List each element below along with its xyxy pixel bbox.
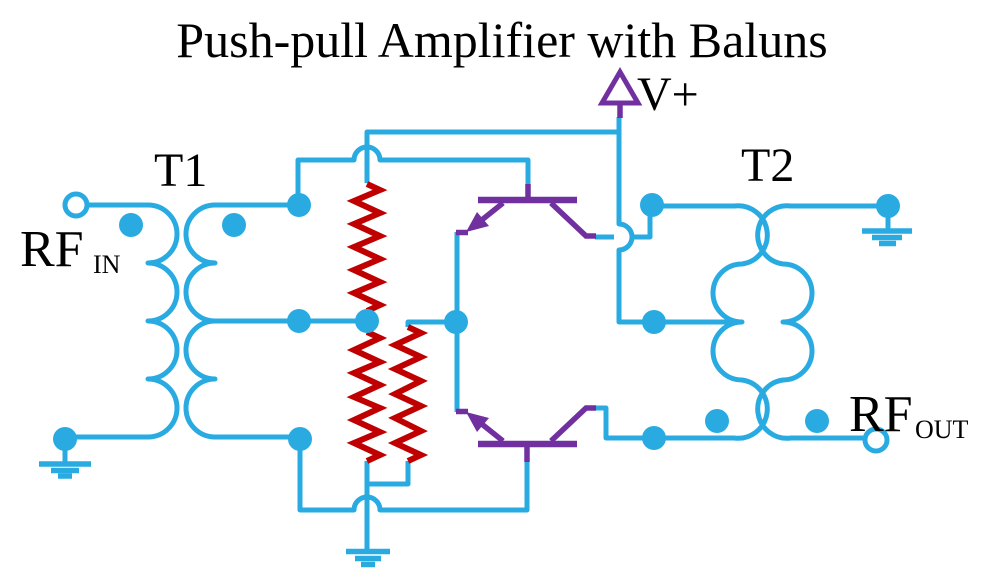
transistor-q1 xyxy=(456,184,596,239)
t2-secondary-winding xyxy=(755,203,877,441)
t2-ground-dot xyxy=(876,194,900,218)
ground-symbol-t2 xyxy=(862,228,912,247)
diagram-title: Push-pull Amplifier with Baluns xyxy=(176,12,827,68)
t1-center-tap-dot xyxy=(287,309,311,333)
phase-dots xyxy=(119,213,829,433)
t2-primary-phase-dot xyxy=(705,409,729,433)
t2-top-tap-dot xyxy=(640,193,664,217)
rf-in-label-subscript: IN xyxy=(93,250,121,279)
transistor-q2 xyxy=(456,405,596,462)
rf-in-terminal xyxy=(62,191,90,219)
t1-bottom-tap-dot xyxy=(288,427,312,451)
bias-resistor-upper xyxy=(346,181,388,314)
emitter-resistor-tap-wire xyxy=(405,319,457,327)
emitter-junction-dot xyxy=(444,310,468,334)
q2-emitter-arrow-icon xyxy=(466,412,489,432)
q2-collector-wire xyxy=(595,405,656,441)
ground-symbol-center xyxy=(346,548,390,568)
t1-ground-dot xyxy=(53,427,77,451)
supply-label: V+ xyxy=(637,68,699,121)
supply-triangle-icon xyxy=(597,67,643,106)
t2-bottom-tap-dot xyxy=(642,426,666,450)
emitter-resistor-ground-link xyxy=(367,461,411,487)
ground-symbol-rfin xyxy=(39,461,91,479)
rf-in-label: RF xyxy=(20,221,84,278)
q2-collector-lead xyxy=(549,405,596,444)
t1-label: T1 xyxy=(154,144,207,197)
t1-primary-winding xyxy=(66,202,180,440)
t1-top-tap-dot xyxy=(287,193,311,217)
bias-divider-junction-dot xyxy=(355,309,379,333)
rf-out-label-subscript: OUT xyxy=(915,415,969,444)
t2-center-tap-dot xyxy=(642,310,666,334)
rf-out-terminal xyxy=(862,426,890,454)
rf-out-label: RF xyxy=(849,386,913,443)
t2-label: T2 xyxy=(741,139,794,192)
t1-secondary-phase-dot xyxy=(222,213,246,237)
t2-primary-winding xyxy=(654,203,770,441)
t2-secondary-phase-dot xyxy=(805,409,829,433)
q1-emitter-arrow-icon xyxy=(466,212,489,232)
vplus-rail-wire xyxy=(616,117,742,325)
wiring xyxy=(62,117,891,549)
supply-symbol xyxy=(597,67,643,118)
t1-primary-phase-dot xyxy=(119,213,143,237)
junction-dots xyxy=(53,193,900,451)
supply-bus-wire xyxy=(364,129,619,183)
q1-collector-lead xyxy=(549,200,596,239)
bias-resistor-lower xyxy=(346,329,388,464)
q1-collector-wire-b xyxy=(634,214,653,240)
emitter-resistor xyxy=(387,324,429,464)
